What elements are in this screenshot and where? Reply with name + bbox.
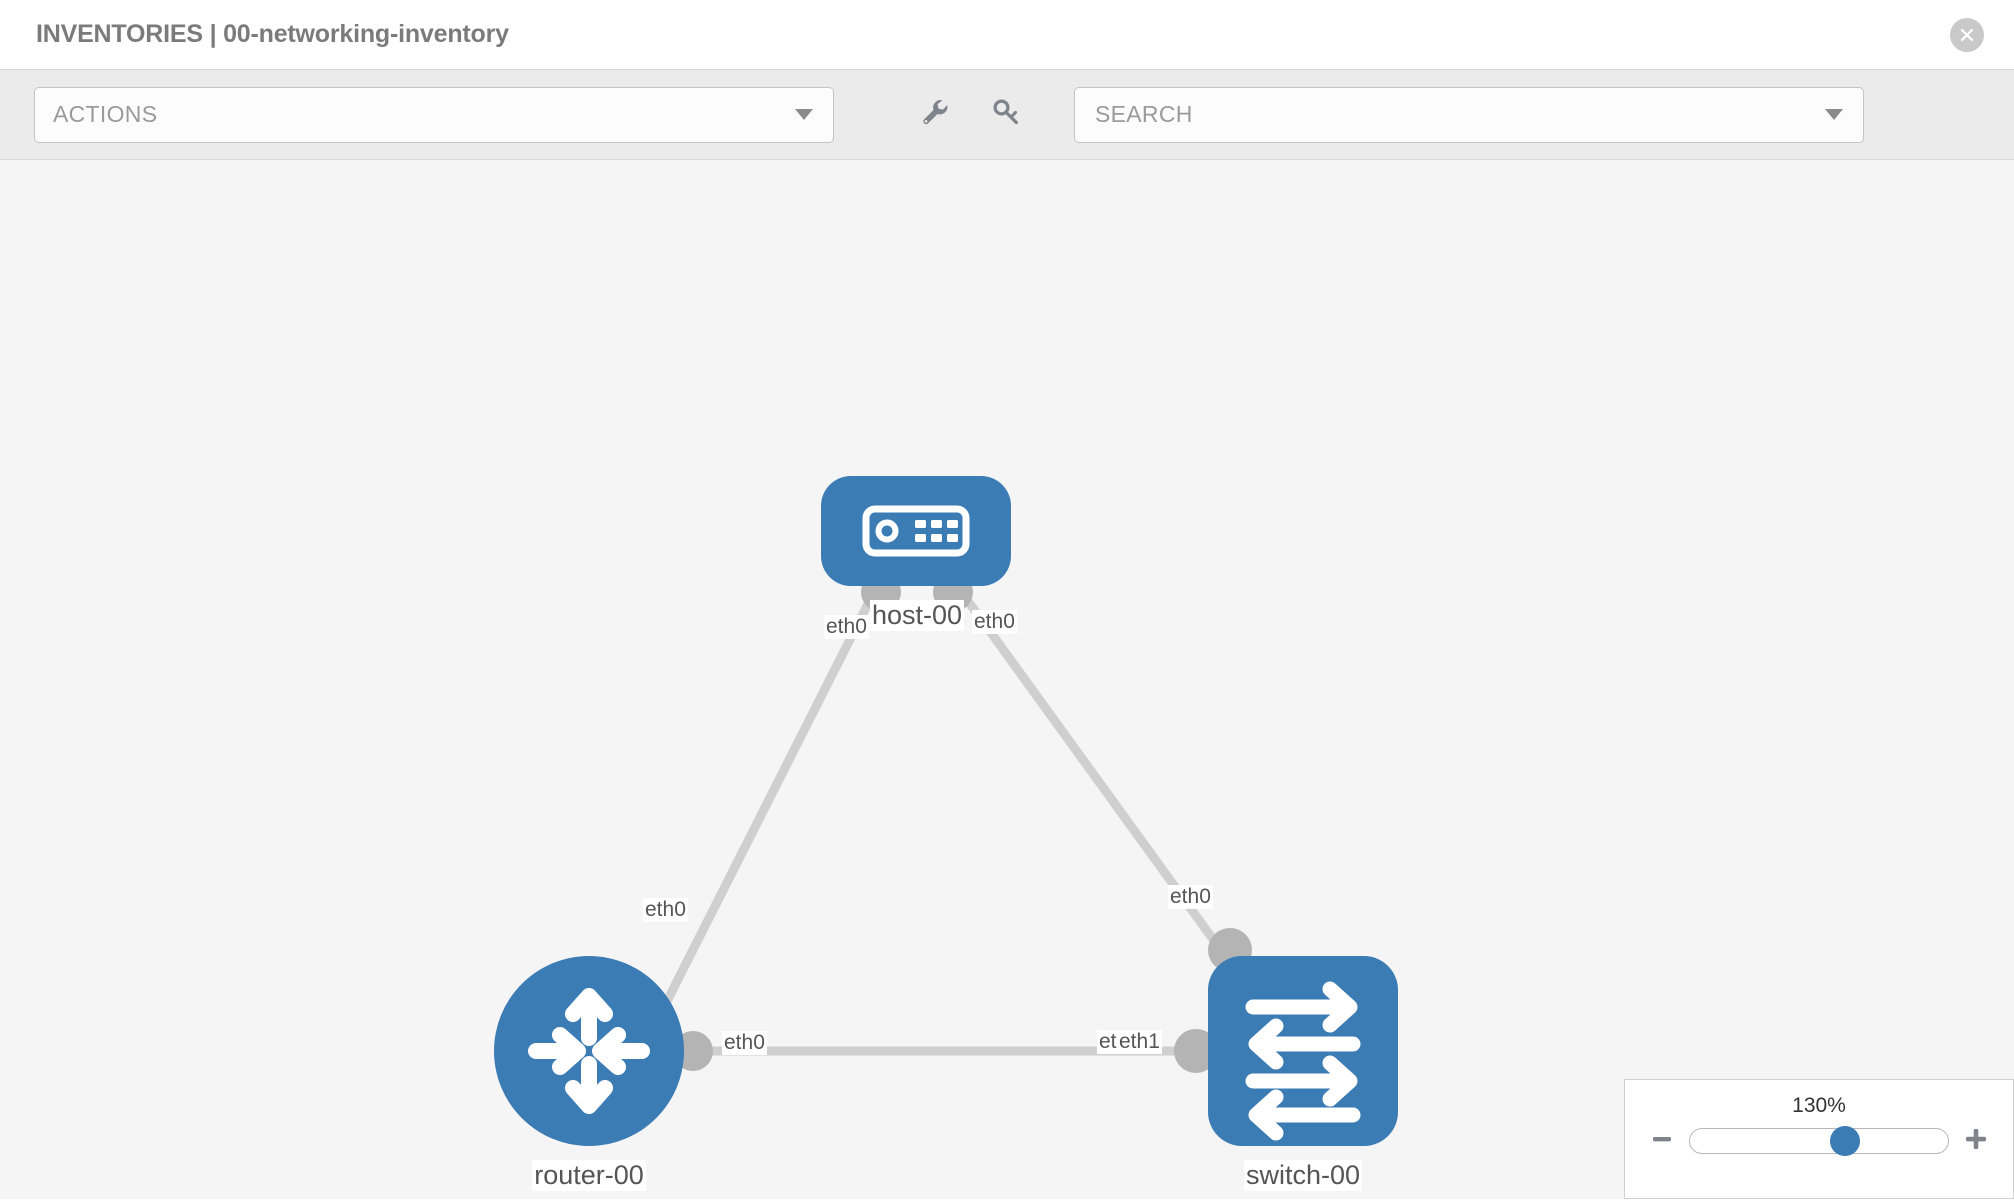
edge-host00-router00 [655,587,880,1018]
node-router-00 [494,956,684,1146]
node-switch-00 [1208,956,1398,1146]
iface-label-switch00-up: eth0 [1168,885,1213,909]
topology-edges [655,587,1232,1056]
zoom-slider-track[interactable] [1689,1126,1949,1156]
wrench-icon [917,95,951,134]
wrench-button[interactable] [912,93,956,137]
page-title: INVENTORIES | 00-networking-inventory [36,20,509,48]
search-input[interactable] [1093,100,1845,129]
actions-dropdown[interactable]: ACTIONS [34,86,834,143]
node-label-router-00[interactable]: router-00 [532,1160,646,1191]
node-host-00 [821,476,1011,586]
actions-dropdown-label: ACTIONS [53,101,158,127]
toolbar-icon-group [912,93,1028,137]
zoom-in-button[interactable] [1961,1126,1991,1156]
iface-label-host00-right: eth0 [972,610,1017,634]
chevron-down-icon[interactable] [1825,109,1843,120]
topology-canvas[interactable]: host-00 router-00 switch-00 eth0 eth0 et… [0,160,2014,1199]
topology-graph [494,476,1398,1146]
iface-label-router00-up: eth0 [643,898,688,922]
key-icon [989,95,1023,134]
close-button[interactable] [1950,17,1984,52]
zoom-slider-row [1625,1126,2013,1156]
zoom-control-panel: 130% [1624,1079,2014,1199]
chevron-down-icon [795,109,813,120]
close-icon [1957,25,1977,45]
key-button[interactable] [984,93,1028,137]
page-header: INVENTORIES | 00-networking-inventory [0,0,2014,70]
iface-label-router00-right: eth0 [722,1031,767,1055]
iface-label-switch00-left: eth1 [1117,1030,1162,1054]
zoom-level-value: 130% [1792,1094,1846,1117]
iface-label-host00-left: eth0 [824,615,869,639]
minus-icon [1651,1128,1673,1155]
plus-icon [1964,1127,1988,1156]
search-field[interactable] [1074,86,1864,143]
toolbar: ACTIONS [0,70,2014,160]
connector-switch00-left [1174,1029,1218,1073]
zoom-out-button[interactable] [1647,1126,1677,1156]
node-label-host-00[interactable]: host-00 [869,600,965,631]
node-label-switch-00[interactable]: switch-00 [1243,1160,1363,1191]
zoom-slider-thumb[interactable] [1829,1126,1860,1156]
